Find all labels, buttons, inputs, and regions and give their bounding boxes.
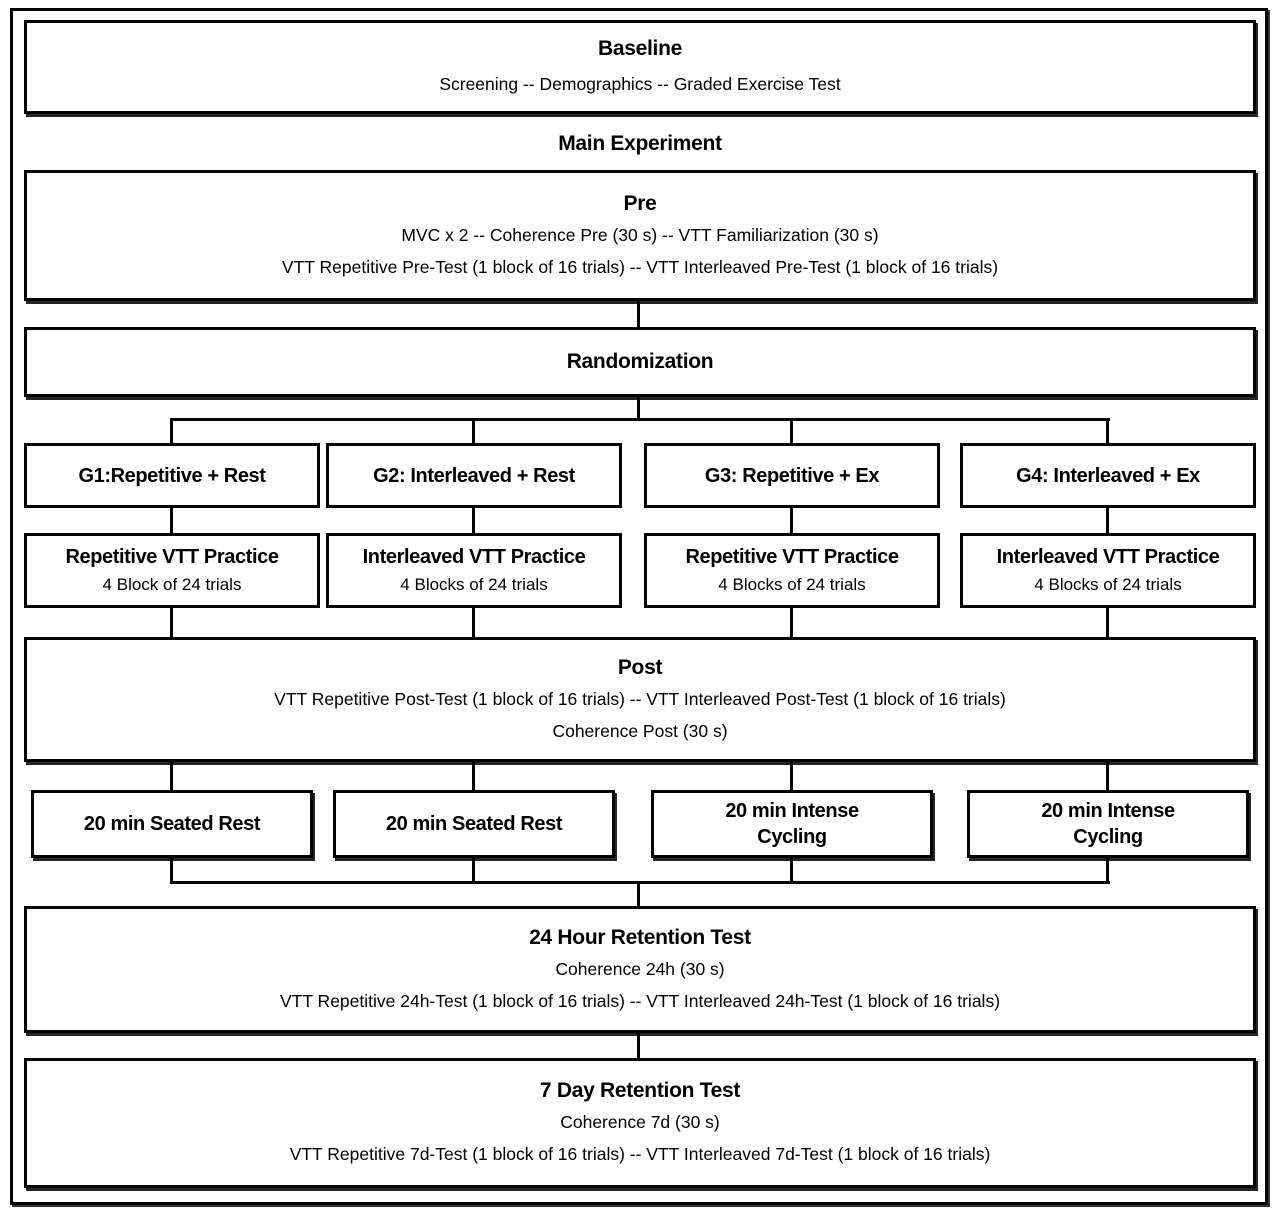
main-experiment-label: Main Experiment [558, 132, 722, 155]
practice-box-2: Interleaved VTT Practice 4 Blocks of 24 … [326, 533, 622, 608]
intervention-box-4: 20 min Intense Cycling [967, 790, 1249, 858]
retention-7d-line-1: Coherence 7d (30 s) [560, 1112, 720, 1132]
pre-title: Pre [623, 191, 657, 215]
connector-practice-post-4 [1106, 608, 1109, 637]
baseline-title: Baseline [598, 37, 682, 60]
intervention-box-3: 20 min Intense Cycling [651, 790, 933, 858]
connector-24h-7d [637, 1033, 640, 1058]
connector-group-practice-1 [170, 508, 173, 533]
practice-box-3: Repetitive VTT Practice 4 Blocks of 24 t… [644, 533, 940, 608]
retention-24h-line-2: VTT Repetitive 24h-Test (1 block of 16 t… [279, 990, 1001, 1011]
intervention-2-line-1: 20 min Seated Rest [385, 813, 563, 835]
retention-24h-title: 24 Hour Retention Test [529, 925, 751, 949]
connector-merge-stem [637, 881, 640, 906]
practice-1-subtitle: 4 Block of 24 trials [102, 574, 242, 594]
connector-merge-drop-2 [472, 858, 475, 884]
randomization-title: Randomization [566, 350, 714, 373]
connector-fan-stem [637, 397, 640, 420]
connector-fan-bar [171, 418, 1110, 421]
connector-fan-drop-3 [790, 418, 793, 443]
connector-practice-post-2 [472, 608, 475, 637]
pre-line-2: VTT Repetitive Pre-Test (1 block of 16 t… [281, 256, 999, 277]
practice-4-title: Interleaved VTT Practice [996, 545, 1220, 568]
post-title: Post [617, 655, 663, 679]
group-box-g4: G4: Interleaved + Ex [960, 443, 1256, 508]
intervention-box-2: 20 min Seated Rest [333, 790, 615, 858]
retention-7d-line-2: VTT Repetitive 7d-Test (1 block of 16 tr… [289, 1144, 991, 1164]
connector-merge-drop-3 [790, 858, 793, 884]
connector-pre-randomization [637, 300, 640, 327]
group-box-g2: G2: Interleaved + Rest [326, 443, 622, 508]
retention-7d-box: 7 Day Retention Test Coherence 7d (30 s)… [24, 1058, 1256, 1188]
connector-group-practice-3 [790, 508, 793, 533]
practice-1-title: Repetitive VTT Practice [65, 545, 279, 568]
practice-2-title: Interleaved VTT Practice [362, 545, 586, 568]
group-g3-label: G3: Repetitive + Ex [704, 464, 880, 487]
intervention-3-line-2: Cycling [757, 826, 827, 848]
connector-group-practice-4 [1106, 508, 1109, 533]
pre-box: Pre MVC x 2 -- Coherence Pre (30 s) -- V… [24, 170, 1256, 301]
baseline-box: Baseline Screening -- Demographics -- Gr… [24, 20, 1256, 114]
practice-3-title: Repetitive VTT Practice [685, 545, 899, 568]
intervention-box-1: 20 min Seated Rest [31, 790, 313, 858]
practice-4-subtitle: 4 Blocks of 24 trials [1034, 574, 1182, 594]
connector-post-intervention-2 [472, 762, 475, 790]
pre-line-1: MVC x 2 -- Coherence Pre (30 s) -- VTT F… [401, 224, 879, 245]
retention-24h-line-1: Coherence 24h (30 s) [555, 958, 725, 979]
intervention-1-line-1: 20 min Seated Rest [83, 813, 261, 835]
connector-merge-drop-1 [170, 858, 173, 884]
connector-fan-drop-1 [170, 418, 173, 443]
practice-3-subtitle: 4 Blocks of 24 trials [718, 574, 866, 594]
group-g1-label: G1:Repetitive + Rest [78, 464, 266, 487]
connector-post-intervention-1 [170, 762, 173, 790]
group-box-g1: G1:Repetitive + Rest [24, 443, 320, 508]
connector-fan-drop-2 [472, 418, 475, 443]
connector-merge-drop-4 [1106, 858, 1109, 884]
intervention-4-line-1: 20 min Intense [1041, 800, 1175, 822]
connector-practice-post-3 [790, 608, 793, 637]
intervention-3-line-1: 20 min Intense [725, 800, 859, 822]
post-box: Post VTT Repetitive Post-Test (1 block o… [24, 637, 1256, 762]
practice-2-subtitle: 4 Blocks of 24 trials [400, 574, 548, 594]
connector-merge-bar [171, 881, 1110, 884]
retention-24h-box: 24 Hour Retention Test Coherence 24h (30… [24, 906, 1256, 1033]
group-g2-label: G2: Interleaved + Rest [373, 464, 575, 487]
intervention-4-line-2: Cycling [1073, 826, 1143, 848]
retention-7d-title: 7 Day Retention Test [539, 1079, 741, 1102]
post-line-2: Coherence Post (30 s) [552, 720, 728, 741]
practice-box-4: Interleaved VTT Practice 4 Blocks of 24 … [960, 533, 1256, 608]
baseline-subtitle: Screening -- Demographics -- Graded Exer… [439, 74, 841, 94]
practice-box-1: Repetitive VTT Practice 4 Block of 24 tr… [24, 533, 320, 608]
group-g4-label: G4: Interleaved + Ex [1016, 464, 1200, 487]
connector-post-intervention-4 [1106, 762, 1109, 790]
connector-post-intervention-3 [790, 762, 793, 790]
connector-practice-post-1 [170, 608, 173, 637]
connector-group-practice-2 [472, 508, 475, 533]
post-line-1: VTT Repetitive Post-Test (1 block of 16 … [274, 688, 1006, 709]
randomization-box: Randomization [24, 327, 1256, 397]
group-box-g3: G3: Repetitive + Ex [644, 443, 940, 508]
connector-fan-drop-4 [1106, 418, 1109, 443]
